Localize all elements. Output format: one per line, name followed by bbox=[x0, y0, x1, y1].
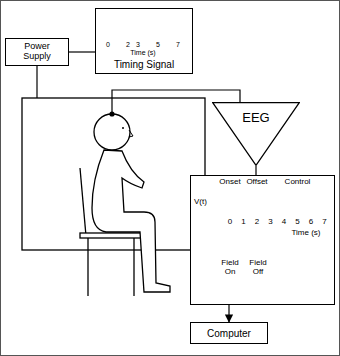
connector bbox=[255, 166, 256, 175]
timing-axis-label: 5 bbox=[156, 41, 160, 49]
timing-axis-label: 3 bbox=[136, 41, 140, 49]
event-label: Control bbox=[285, 178, 311, 187]
computer-box: Computer bbox=[190, 322, 268, 344]
electrode bbox=[109, 111, 114, 116]
connector bbox=[228, 305, 229, 322]
time-axis-label: 0 bbox=[228, 218, 232, 227]
person-eye bbox=[122, 127, 124, 129]
timing-axis-label: Time (s) bbox=[130, 49, 155, 57]
node-label: EEG bbox=[242, 111, 269, 125]
timing-axis-label: 7 bbox=[176, 41, 180, 49]
event-label: Offset bbox=[246, 178, 267, 187]
field-label: Field Off bbox=[246, 259, 270, 277]
connector bbox=[69, 51, 95, 52]
time-axis-label: 7 bbox=[322, 218, 326, 227]
time-axis-label: 2 bbox=[255, 218, 259, 227]
time-axis-label: 4 bbox=[282, 218, 286, 227]
eeg-plot-box: V(t) bbox=[190, 175, 335, 305]
time-axis-label: 6 bbox=[309, 218, 313, 227]
chair-leg bbox=[87, 238, 88, 296]
person-head bbox=[94, 114, 130, 150]
node-label: Computer bbox=[207, 328, 251, 339]
node-label: Power Supply bbox=[17, 42, 57, 62]
timing-axis-label: 2 bbox=[126, 41, 130, 49]
person-nose bbox=[129, 130, 133, 137]
time-axis-label: 1 bbox=[241, 218, 245, 227]
field-label: Field On bbox=[218, 259, 242, 277]
node-label: Timing Signal bbox=[114, 59, 174, 70]
time-axis-label: 3 bbox=[268, 218, 272, 227]
triangle-shape bbox=[213, 103, 300, 166]
timing-axis-label: 0 bbox=[106, 41, 110, 49]
amplifier-triangle: EEG bbox=[212, 102, 300, 166]
chair-seat bbox=[80, 233, 142, 238]
time-axis-label: Time (s) bbox=[291, 229, 320, 238]
power-wire bbox=[36, 64, 37, 98]
event-label: Onset bbox=[219, 178, 240, 187]
node-label: V(t) bbox=[194, 198, 207, 207]
person-body bbox=[92, 150, 170, 292]
chair-back bbox=[80, 168, 86, 236]
power-supply-box: Power Supply bbox=[5, 38, 69, 66]
time-axis-label: 5 bbox=[295, 218, 299, 227]
chair-leg bbox=[133, 238, 134, 296]
